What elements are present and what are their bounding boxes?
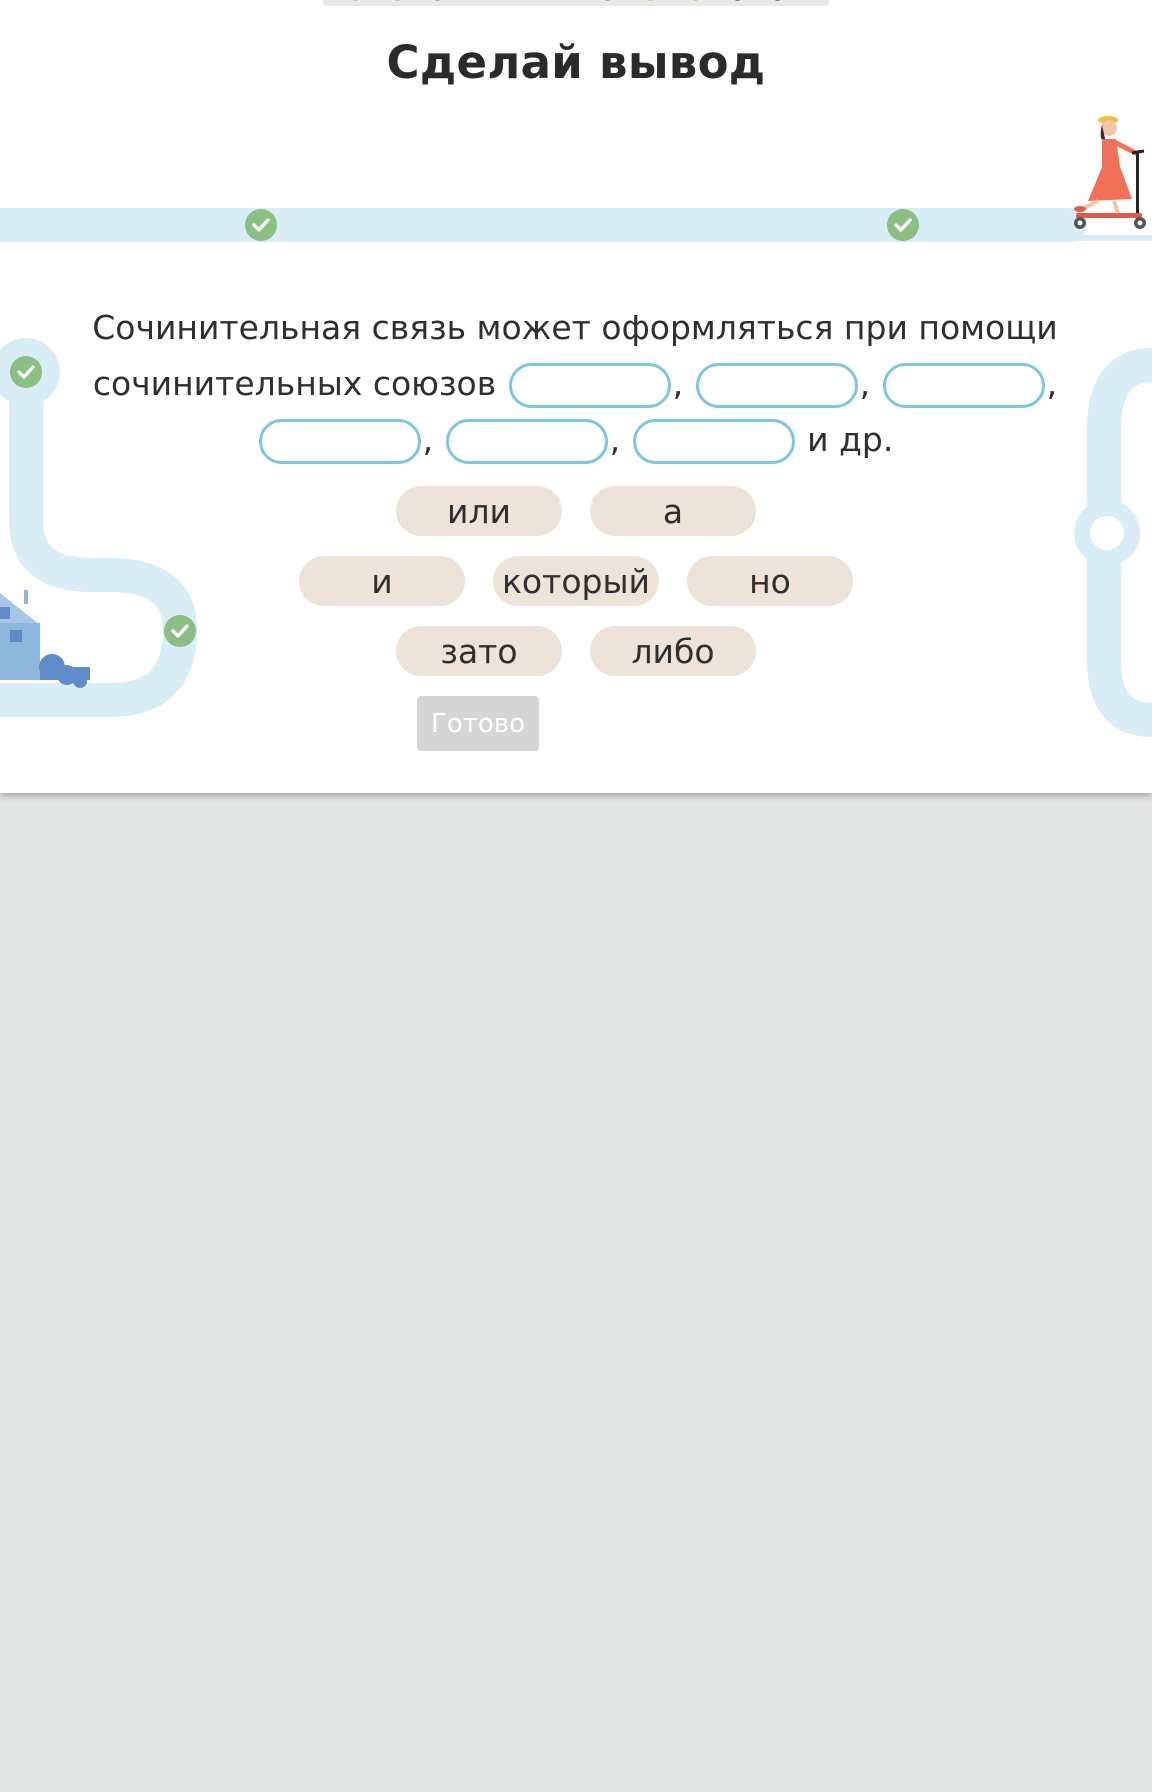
house-icon — [0, 590, 90, 688]
sentence-tail: и др. — [807, 420, 894, 459]
word-chip[interactable]: либо — [590, 626, 756, 676]
progress-dot — [646, 0, 655, 1]
check-icon — [0, 340, 58, 404]
answer-slot-1[interactable] — [508, 363, 671, 408]
progress-dot — [773, 0, 782, 1]
scooter-girl-icon — [1074, 116, 1146, 229]
lesson-progress-strip — [323, 0, 829, 6]
comma: , — [609, 420, 621, 459]
answer-slot-5[interactable] — [445, 419, 608, 464]
progress-dot — [351, 0, 360, 1]
page-title: Сделай вывод — [386, 36, 766, 89]
comma: , — [859, 364, 871, 403]
sentence-line-1: Сочинительная связь может оформляться пр… — [92, 308, 1058, 347]
progress-dot — [691, 0, 700, 1]
check-icon — [871, 193, 935, 257]
exercise-card: Сделай вывод — [0, 0, 1152, 793]
word-chip[interactable]: а — [590, 486, 756, 536]
comma: , — [1046, 364, 1058, 403]
answer-slot-6[interactable] — [632, 419, 795, 464]
sentence-line-3: , , и др. — [80, 412, 1070, 468]
comma: , — [672, 364, 684, 403]
answer-slot-4[interactable] — [258, 419, 421, 464]
progress-dot — [733, 0, 742, 1]
progress-dot — [603, 0, 612, 1]
sentence-line-2: сочинительных союзов , , , — [80, 356, 1070, 412]
word-chip[interactable]: зато — [396, 626, 562, 676]
done-button[interactable]: Готово — [417, 696, 539, 751]
check-icon — [229, 193, 293, 257]
word-chip[interactable]: но — [687, 556, 853, 606]
answer-slot-3[interactable] — [882, 363, 1045, 408]
check-icon — [148, 599, 212, 663]
word-chip[interactable]: и — [299, 556, 465, 606]
comma: , — [422, 420, 434, 459]
progress-dot — [433, 0, 442, 1]
word-chip[interactable]: который — [493, 556, 659, 606]
exercise-sentence: Сочинительная связь может оформляться пр… — [80, 300, 1070, 468]
answer-slot-2[interactable] — [695, 363, 858, 408]
word-chip[interactable]: или — [396, 486, 562, 536]
sentence-lead: сочинительных союзов — [92, 364, 497, 403]
progress-dot — [393, 0, 402, 1]
